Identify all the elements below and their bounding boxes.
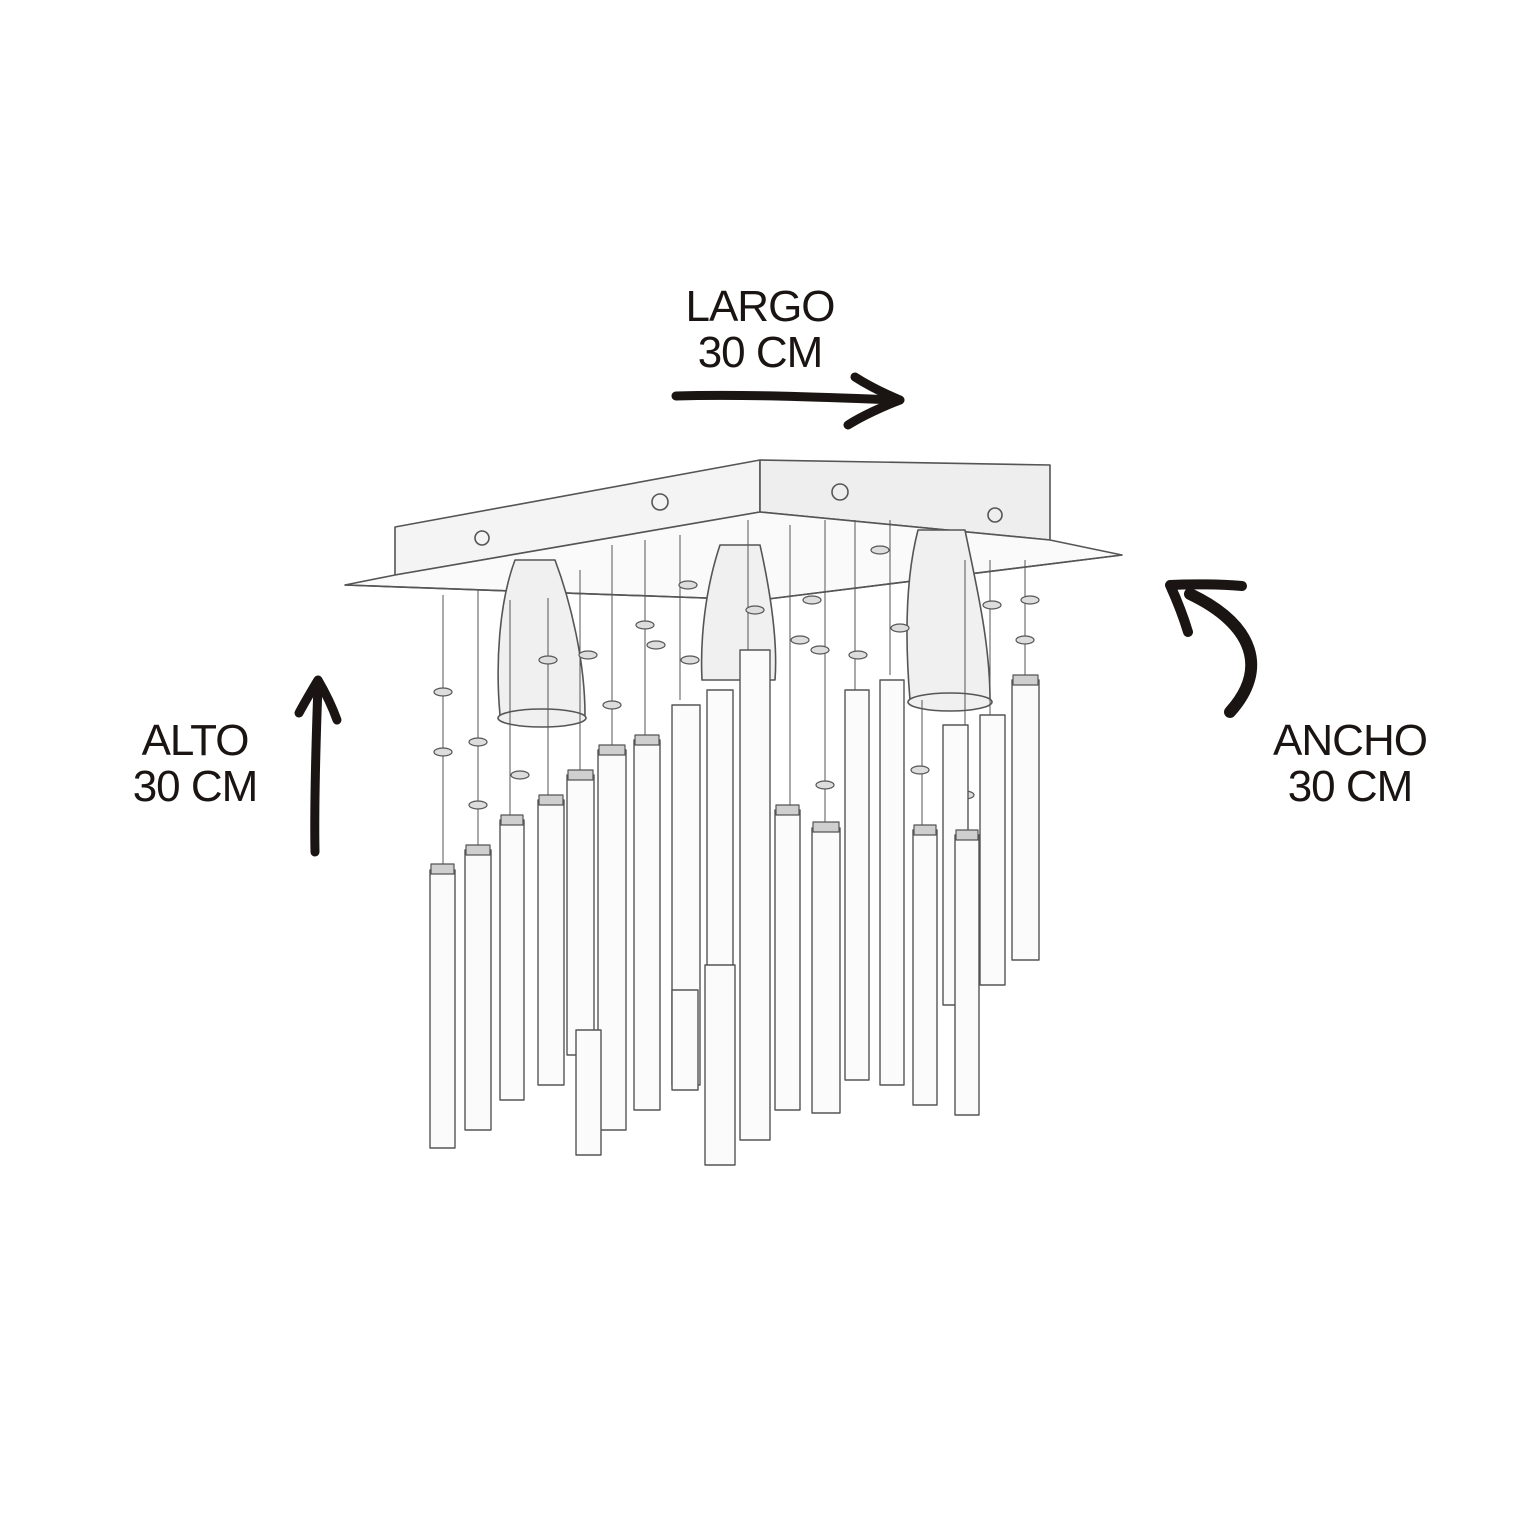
ancho-value: 30 CM (1287, 762, 1414, 811)
ancho-label: ANCHO 30 CM (1245, 718, 1455, 810)
crystal-beads (433, 545, 1040, 810)
tube-caps (430, 674, 1039, 875)
largo-label: LARGO 30 CM (650, 284, 870, 376)
crystal-tubes (429, 649, 1040, 1166)
hanging-wires (442, 520, 1026, 865)
largo-value: 30 CM (697, 328, 824, 377)
ancho-title: ANCHO (1273, 716, 1428, 765)
alto-title: ALTO (141, 716, 250, 765)
alto-value: 30 CM (132, 762, 259, 811)
alto-label: ALTO 30 CM (100, 718, 290, 810)
largo-title: LARGO (685, 282, 835, 331)
bulb-housings (497, 529, 993, 728)
